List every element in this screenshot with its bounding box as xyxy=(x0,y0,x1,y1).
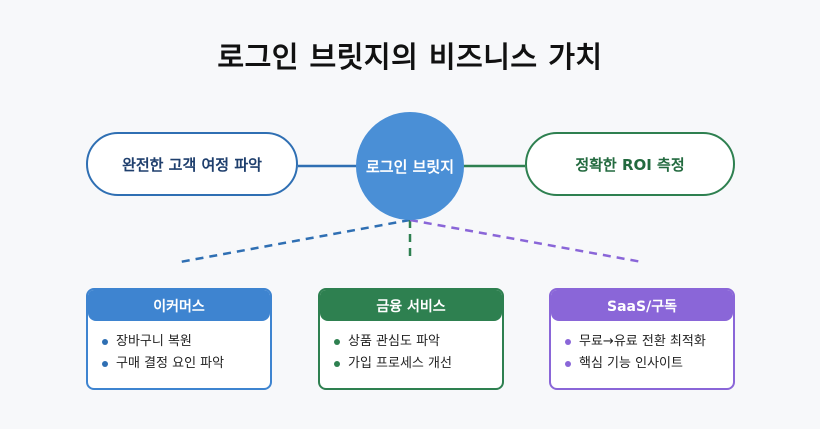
list-item: 핵심 기능 인사이트 xyxy=(565,353,733,375)
list-item: 구매 결정 요인 파악 xyxy=(102,353,270,375)
list-item-text: 상품 관심도 파악 xyxy=(348,334,440,349)
card-finance-list: 상품 관심도 파악 가입 프로세스 개선 xyxy=(320,331,502,375)
list-item-text: 장바구니 복원 xyxy=(116,334,192,349)
list-item-text: 핵심 기능 인사이트 xyxy=(579,356,683,371)
card-ecommerce-title: 이커머스 xyxy=(88,290,270,321)
card-saas: SaaS/구독 무료→유료 전환 최적화 핵심 기능 인사이트 xyxy=(549,288,735,390)
list-item-text: 가입 프로세스 개선 xyxy=(348,356,452,371)
list-item: 무료→유료 전환 최적화 xyxy=(565,331,733,353)
connector-hub-saas xyxy=(409,218,643,264)
bullet-dot xyxy=(565,361,571,367)
hub-label: 로그인 브릿지 xyxy=(365,157,455,176)
list-item: 장바구니 복원 xyxy=(102,331,270,353)
list-item: 상품 관심도 파악 xyxy=(334,331,502,353)
card-ecommerce-list: 장바구니 복원 구매 결정 요인 파악 xyxy=(88,331,270,375)
card-finance: 금융 서비스 상품 관심도 파악 가입 프로세스 개선 xyxy=(318,288,504,390)
list-item-text: 구매 결정 요인 파악 xyxy=(116,356,225,371)
diagram-title: 로그인 브릿지의 비즈니스 가치 xyxy=(217,40,603,74)
bullet-dot xyxy=(102,361,108,367)
node-roi-measurement: 정확한 ROI 측정 xyxy=(525,132,735,196)
card-saas-title: SaaS/구독 xyxy=(551,290,733,321)
card-saas-list: 무료→유료 전환 최적화 핵심 기능 인사이트 xyxy=(551,331,733,375)
node-customer-journey: 완전한 고객 여정 파악 xyxy=(86,132,298,196)
node-roi-measurement-label: 정확한 ROI 측정 xyxy=(575,155,685,174)
bullet-dot xyxy=(334,339,340,345)
bullet-dot xyxy=(565,339,571,345)
node-customer-journey-label: 완전한 고객 여정 파악 xyxy=(122,155,262,174)
bullet-dot xyxy=(334,361,340,367)
list-item: 가입 프로세스 개선 xyxy=(334,353,502,375)
connector-hub-ecommerce xyxy=(179,218,411,264)
bullet-dot xyxy=(102,339,108,345)
node-login-bridge-hub: 로그인 브릿지 xyxy=(356,112,464,220)
card-ecommerce: 이커머스 장바구니 복원 구매 결정 요인 파악 xyxy=(86,288,272,390)
card-finance-title: 금융 서비스 xyxy=(320,290,502,321)
list-item-text: 무료→유료 전환 최적화 xyxy=(579,334,706,349)
